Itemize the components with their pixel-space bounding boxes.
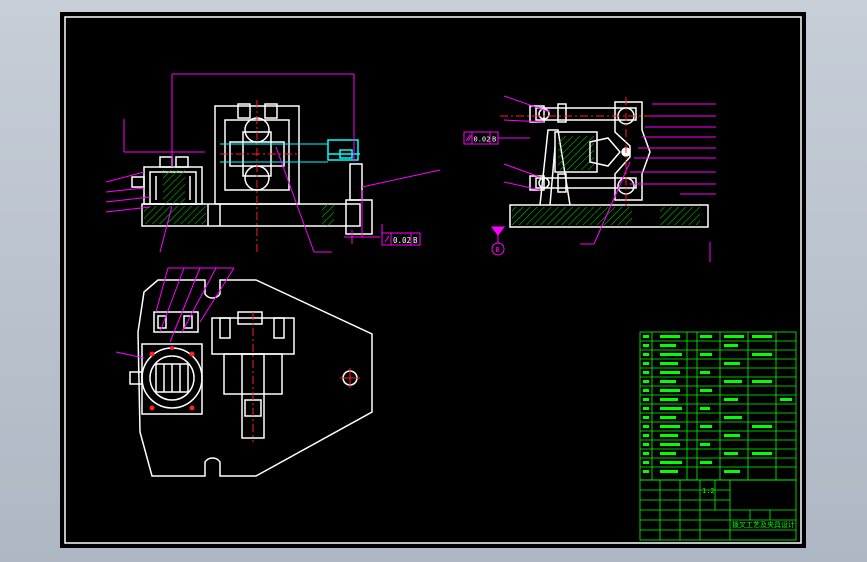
parallelism-value: 0.02: [474, 136, 491, 144]
front-view-dimensions: [105, 73, 441, 253]
side-view: [500, 97, 709, 228]
drawing-title: 拨叉工艺及夹具设计: [732, 520, 795, 529]
parts-list: [639, 331, 797, 481]
drawing-border: [64, 16, 802, 544]
side-view-leaders: [491, 95, 716, 262]
base-hatch-left: [144, 206, 206, 224]
parallelism-datum: B: [492, 136, 496, 144]
top-view: [129, 279, 373, 477]
cad-drawing-sheet: 0.02 B: [64, 16, 802, 544]
scale-label: 1:2: [702, 487, 715, 495]
perpendicularity-frame: [381, 232, 421, 246]
perpendicularity-value: 0.02: [393, 236, 411, 245]
parts-list-entries: [643, 335, 792, 473]
front-view: [131, 100, 373, 252]
drawing-viewport[interactable]: 0.02 B: [60, 12, 806, 548]
title-block: [639, 479, 797, 541]
parallelism-frame: [463, 131, 530, 145]
perpendicularity-datum: B: [413, 236, 418, 245]
top-view-leaders: [115, 267, 235, 359]
top-view-red-holes: [149, 346, 195, 411]
datum-b-marker: B: [496, 246, 500, 254]
